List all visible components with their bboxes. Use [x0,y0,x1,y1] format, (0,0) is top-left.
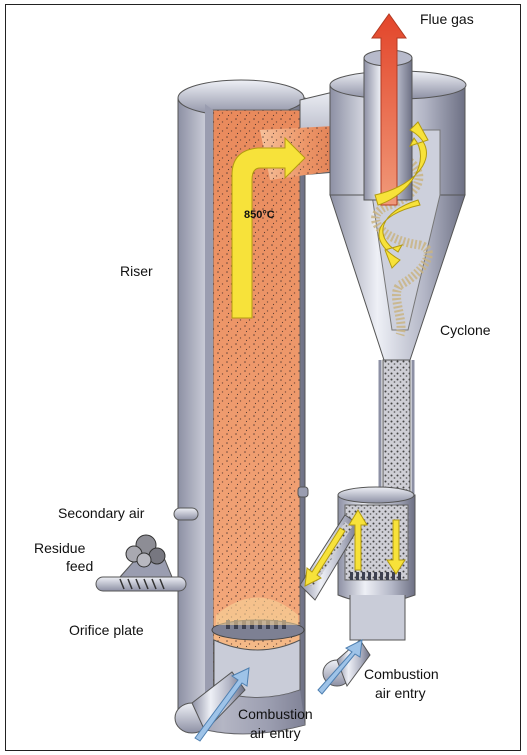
cyclone [330,50,466,560]
combustion-air-right-label-line1: Combustion [364,666,439,683]
residue-feed-screw [96,535,186,591]
temperature-label: 850°C [244,207,275,224]
flue-gas-label: Flue gas [420,11,474,28]
temperature-unit: °C [262,209,274,221]
orifice-plate-label: Orifice plate [69,622,144,639]
temperature-value: 850 [244,209,262,221]
residue-pile [126,535,165,567]
residue-feed-label-line2: feed [66,558,93,575]
combustion-air-left-label-line1: Combustion [238,706,313,723]
cyclone-label: Cyclone [440,322,491,339]
secondary-air-label: Secondary air [58,505,144,522]
riser-label: Riser [120,263,153,280]
residue-feed-label-line1: Residue [34,540,85,557]
combustion-air-left-label-line2: air entry [250,725,301,742]
combustion-air-right-label-line2: air entry [375,685,426,702]
